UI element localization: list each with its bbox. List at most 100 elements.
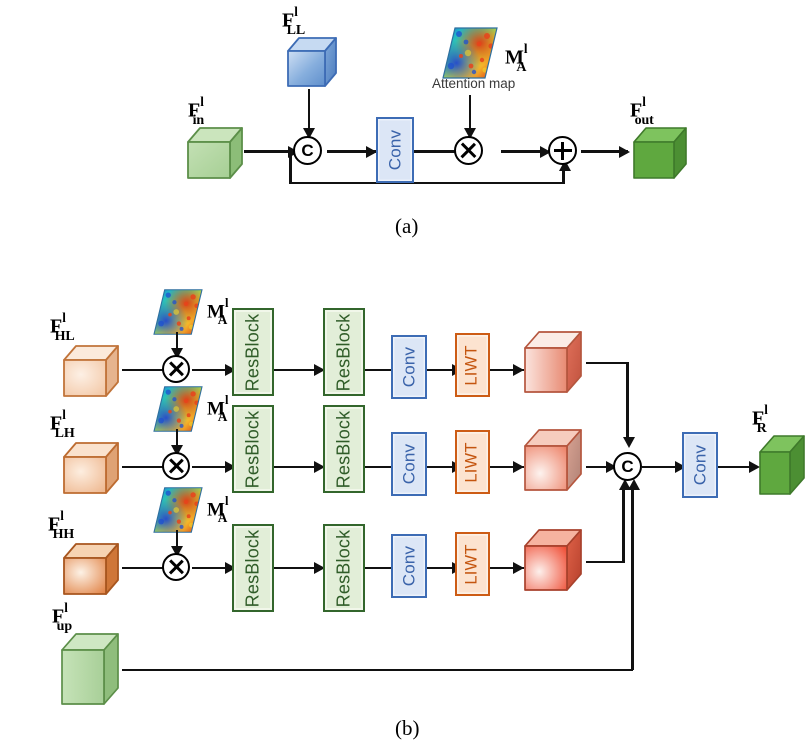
wire-multiply-to-add: [501, 150, 547, 153]
operator-concat-a-glyph: C: [301, 140, 314, 160]
attention-map-b3: [152, 486, 204, 534]
tensor-cube-f-in: [186, 126, 244, 180]
block-resblock-b2-2[interactable]: ResBlock: [323, 405, 365, 493]
operator-concat-b[interactable]: C: [613, 452, 642, 481]
wire-flh-to-multiply: [122, 465, 170, 469]
arrowhead-b1-res2-in: [314, 364, 325, 376]
wire-add-to-fout: [581, 150, 628, 153]
arrowhead-merge-from-b2: [606, 461, 617, 473]
wire-fll-down: [307, 89, 311, 131]
wire-b2-multiply-to-res1: [192, 465, 234, 469]
arrowhead-fr-in: [749, 461, 760, 473]
block-resblock-b1-2[interactable]: ResBlock: [323, 308, 365, 396]
block-conv-tail[interactable]: Conv: [682, 432, 718, 498]
tensor-label-f-lh: FlLH: [50, 407, 75, 441]
block-resblock-b1-2-label: ResBlock: [333, 313, 354, 391]
wire-b3-liwt-to-output: [490, 566, 524, 570]
arrowhead-merge-from-fup: [627, 479, 640, 490]
tensor-label-f-hl: FlHL: [50, 310, 75, 344]
operator-multiply-b3[interactable]: [162, 553, 190, 581]
arrowhead-fout: [619, 145, 630, 158]
tensor-label-f-up: Flup: [52, 600, 72, 634]
arrowhead-b1-res1-in: [225, 364, 236, 376]
tensor-slab-b3-output: [523, 528, 585, 594]
wire-b3-multiply-to-res1: [192, 566, 234, 570]
operator-add-a[interactable]: [548, 136, 577, 165]
arrowhead-b2-output: [513, 461, 524, 473]
operator-concat-a[interactable]: C: [293, 136, 322, 165]
tensor-cube-f-out: [632, 126, 688, 180]
block-conv-b1-label: Conv: [399, 346, 418, 388]
wire-b1-to-merge-h: [586, 361, 629, 365]
block-resblock-b3-1-label: ResBlock: [242, 529, 263, 607]
block-liwt-b3[interactable]: LIWT: [455, 532, 490, 596]
tensor-label-f-hh: FlHH: [48, 508, 75, 542]
wire-b1-multiply-to-res1: [192, 368, 234, 372]
wire-skip-down-a: [289, 150, 292, 184]
block-liwt-b2[interactable]: LIWT: [455, 430, 490, 494]
block-conv-b2-label: Conv: [399, 443, 418, 485]
wire-b2-liwt-to-output: [490, 465, 524, 469]
panel-caption-b: (b): [395, 716, 420, 740]
arrowhead-add-in: [540, 145, 551, 158]
block-resblock-b2-2-label: ResBlock: [333, 410, 354, 488]
arrowhead-b2-res2-in: [314, 461, 325, 473]
block-resblock-b1-1[interactable]: ResBlock: [232, 308, 274, 396]
attention-map-b2: [152, 385, 204, 433]
block-liwt-b1[interactable]: LIWT: [455, 333, 490, 397]
wire-b3-res1-to-res2: [274, 566, 324, 570]
block-resblock-b3-1[interactable]: ResBlock: [232, 524, 274, 612]
wire-b1-res2-to-conv: [365, 368, 408, 372]
wire-attention-down-a: [468, 95, 472, 131]
block-liwt-b1-label: LIWT: [463, 344, 481, 386]
wire-b1-conv-to-liwt: [427, 368, 463, 372]
wire-tailconv-to-fr: [718, 465, 758, 469]
arrowhead-mask-down-b1: [171, 348, 183, 359]
block-resblock-b3-2[interactable]: ResBlock: [323, 524, 365, 612]
wire-fup-to-merge-v: [631, 487, 634, 670]
wire-mask-down-b2: [175, 429, 179, 450]
block-resblock-b1-1-label: ResBlock: [242, 313, 263, 391]
tensor-label-f-ll: FlLL: [282, 4, 306, 38]
operator-multiply-b2[interactable]: [162, 452, 190, 480]
block-conv-b3[interactable]: Conv: [391, 534, 427, 598]
tensor-cube-f-ll: [286, 36, 338, 88]
attention-map-caption: Attention map: [432, 76, 516, 91]
operator-concat-b-glyph: C: [621, 456, 634, 476]
operator-multiply-a[interactable]: [454, 136, 483, 165]
block-conv-tail-label: Conv: [690, 444, 709, 486]
block-resblock-b3-2-label: ResBlock: [333, 529, 354, 607]
arrowhead-b3-res1-in: [225, 562, 236, 574]
tensor-slab-b1-output: [523, 330, 585, 396]
tensor-cube-f-hh: [62, 542, 120, 596]
wire-b3-res2-to-conv: [365, 566, 408, 570]
wire-fhl-to-multiply: [122, 368, 170, 372]
block-conv-b1[interactable]: Conv: [391, 335, 427, 399]
wire-fin-to-concat: [244, 150, 292, 153]
wire-mask-down-b1: [175, 332, 179, 353]
block-conv-b2[interactable]: Conv: [391, 432, 427, 496]
block-conv-a[interactable]: Conv: [376, 117, 414, 183]
wire-b1-res1-to-res2: [274, 368, 324, 372]
block-conv-b3-label: Conv: [399, 545, 418, 587]
operator-multiply-b1[interactable]: [162, 355, 190, 383]
arrowhead-mask-down-b3: [171, 546, 183, 557]
arrowhead-conv-in: [366, 145, 377, 158]
arrowhead-b3-res2-in: [314, 562, 325, 574]
arrowhead-b2-res1-in: [225, 461, 236, 473]
block-resblock-b2-1[interactable]: ResBlock: [232, 405, 274, 493]
block-resblock-b2-1-label: ResBlock: [242, 410, 263, 488]
wire-concat-to-conv: [327, 150, 376, 153]
arrowhead-tailconv-in: [675, 461, 686, 473]
tensor-cube-f-lh: [62, 441, 120, 495]
block-conv-a-label: Conv: [385, 129, 404, 171]
arrowhead-merge-from-b1: [622, 437, 635, 448]
wire-fup-to-merge-h: [122, 668, 633, 672]
wire-skip-up-a: [562, 168, 565, 183]
arrowhead-b3-output: [513, 562, 524, 574]
wire-b1-liwt-to-output: [490, 368, 524, 372]
wire-merge-to-tailconv: [642, 465, 684, 469]
plus-stroke-v: [561, 141, 564, 160]
tensor-label-m-a-b2: MlA: [207, 393, 229, 425]
